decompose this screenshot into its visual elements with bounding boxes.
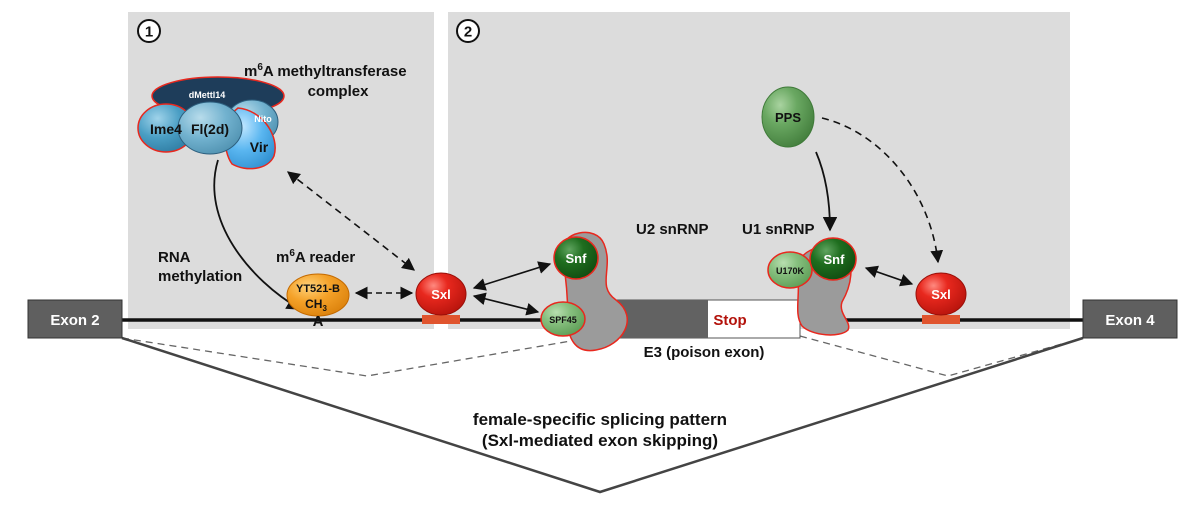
ime4-label: Ime4 xyxy=(150,121,182,137)
methylation-label-line1: RNA xyxy=(158,249,191,266)
methyltransferase-complex: dMettl14 Nito Ime4 Fl(2d) Vir xyxy=(137,76,285,170)
pps-protein: PPS xyxy=(761,86,815,148)
splice-dashed-left xyxy=(121,335,601,377)
sxl-left-label: Sxl xyxy=(431,287,451,302)
panel-2-number-text: 2 xyxy=(464,24,472,41)
complex-sxl-dashed-arrow xyxy=(286,171,416,271)
panel-2-number: 2 xyxy=(456,19,480,43)
complex-title-line2: complex xyxy=(308,83,370,100)
methylated-adenosine-label: A xyxy=(313,313,324,330)
splice-dashed-right xyxy=(799,335,1084,377)
sxl-right-label: Sxl xyxy=(931,287,951,302)
panel-2-background xyxy=(448,12,1070,329)
dmettl14-label: dMettl14 xyxy=(189,90,226,100)
panel-1-background xyxy=(128,12,434,329)
u1-snrnp: U170K Snf xyxy=(767,237,857,336)
u2-snrnp: Snf SPF45 xyxy=(540,231,628,352)
vir-label: Vir xyxy=(250,139,269,155)
sxl-protein-left: Sxl xyxy=(415,272,467,324)
u1-snrnp-label: U1 snRNP xyxy=(742,221,815,238)
spf45-protein xyxy=(540,301,586,337)
snf-u1-label: Snf xyxy=(824,252,846,267)
u170k-label: U170K xyxy=(776,266,805,276)
u2-snrnp-label: U2 snRNP xyxy=(636,221,709,238)
poison-exon-label: E3 (poison exon) xyxy=(644,344,765,361)
complex-title-line1: m6A methyltransferase xyxy=(244,62,407,80)
exon-4-label: Exon 4 xyxy=(1105,312,1155,329)
poison-exon-e3: Stop xyxy=(599,299,801,339)
pps-to-u1-arrow xyxy=(815,151,838,232)
sxl-snf-u2-arrow xyxy=(472,261,552,291)
sxl-binding-site-left xyxy=(422,315,460,324)
snf-u1-sxl-arrow xyxy=(864,265,914,287)
reader-label: m6A reader xyxy=(276,248,355,266)
caption-line1: female-specific splicing pattern xyxy=(473,410,727,429)
exon-2-label: Exon 2 xyxy=(50,312,99,329)
pps-to-sxl-dashed-arrow xyxy=(821,117,944,264)
exon-skipping-line xyxy=(121,336,1084,494)
nito-label: Nito xyxy=(254,114,272,124)
snf-protein-u2 xyxy=(553,236,599,280)
fl2d-protein xyxy=(177,101,243,155)
snf-u2-label: Snf xyxy=(566,251,588,266)
caption-line2: (Sxl-mediated exon skipping) xyxy=(482,431,718,450)
stop-codon-label: Stop xyxy=(713,312,746,329)
panel-1-number-text: 1 xyxy=(145,24,153,41)
exon-2-box: Exon 2 xyxy=(27,299,123,339)
sxl-spf45-arrow xyxy=(472,292,540,316)
pps-label: PPS xyxy=(775,110,801,125)
snf-protein-u1 xyxy=(809,237,857,281)
yt521b-label: YT521-B xyxy=(296,283,340,295)
methylation-arrow xyxy=(213,159,302,310)
fl2d-label: Fl(2d) xyxy=(191,121,229,137)
sxl-binding-site-right xyxy=(922,315,960,324)
spf45-label: SPF45 xyxy=(549,315,577,325)
methylation-label-line2: methylation xyxy=(158,268,242,285)
sxl-protein-right: Sxl xyxy=(915,272,967,324)
ch3-label: CH3 xyxy=(305,297,327,313)
yt521b-reader-protein: YT521-B CH3 xyxy=(286,273,350,317)
panel-1-number: 1 xyxy=(137,19,161,43)
u170k-protein xyxy=(767,251,813,289)
exon-4-box: Exon 4 xyxy=(1082,299,1178,339)
